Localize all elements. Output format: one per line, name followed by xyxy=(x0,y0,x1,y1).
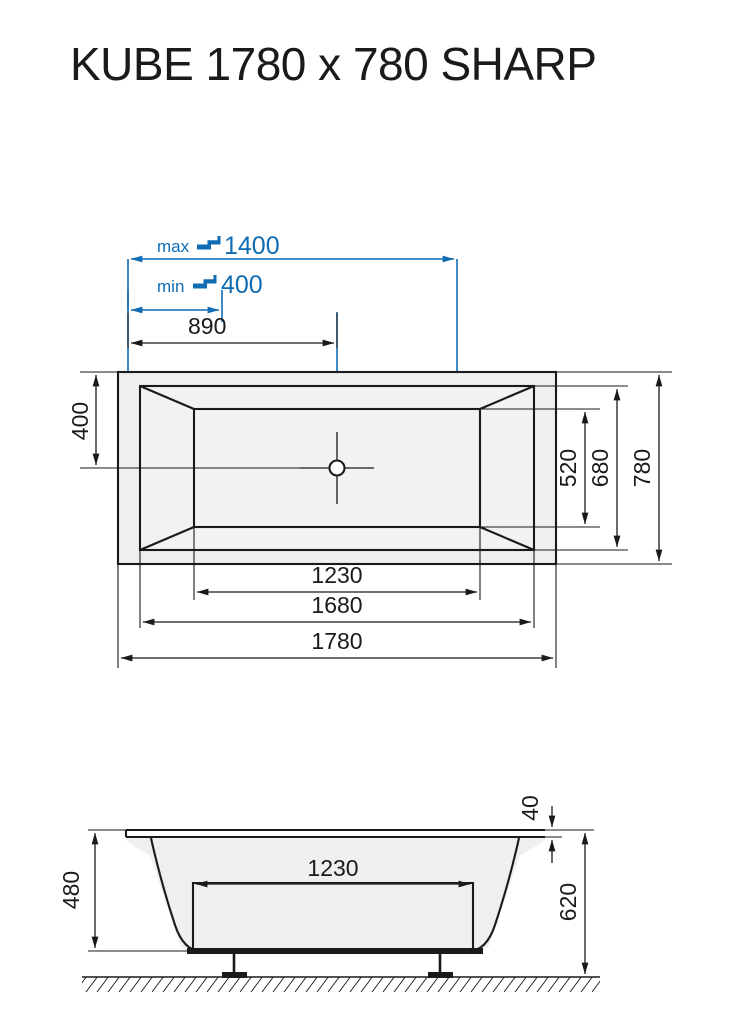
page-title: KUBE 1780 x 780 SHARP xyxy=(70,38,597,90)
min-value-label: 400 xyxy=(221,271,263,299)
min-prefix-label: min xyxy=(157,277,184,296)
taper-top-right xyxy=(479,385,535,410)
dimension-890: 890 xyxy=(127,313,338,348)
faucet-icon xyxy=(197,236,221,250)
taper-bottom-left xyxy=(139,526,195,551)
dimension-1230-side: 1230 xyxy=(195,855,471,888)
page-title-text: KUBE 1780 x 780 SHARP xyxy=(70,38,596,90)
ground-hatch-fill xyxy=(82,977,600,992)
dimension-620-label: 620 xyxy=(555,883,581,921)
bottom-horizontal-dimensions: 1230 1680 1780 xyxy=(117,519,557,668)
dimension-890-label: 890 xyxy=(188,313,226,339)
tub-leg-right xyxy=(428,954,453,978)
tub-bowl-fill xyxy=(126,836,545,952)
max-value-label: 1400 xyxy=(224,232,280,260)
dimension-680-label: 680 xyxy=(587,449,613,487)
top-view: max 1400 min 400 890 xyxy=(67,232,672,668)
dimension-520-label: 520 xyxy=(555,449,581,487)
tub-rim-plate-fill xyxy=(126,830,545,837)
dimension-400-left-label: 400 xyxy=(67,402,93,440)
leg-right-foot xyxy=(428,972,453,978)
dimension-480: 480 xyxy=(58,829,193,952)
drain-center-mark xyxy=(300,432,374,504)
leg-left-foot xyxy=(222,972,247,978)
dimension-40: 40 xyxy=(517,795,562,863)
dimension-400-left: 400 xyxy=(67,371,300,469)
dimension-1780-label: 1780 xyxy=(311,628,362,654)
ground-hatch xyxy=(82,976,600,992)
blue-dimension-group: max 1400 min 400 xyxy=(127,232,458,372)
dimension-1680-label: 1680 xyxy=(311,592,362,618)
side-view: 480 1230 40 620 xyxy=(58,795,600,992)
drain-circle xyxy=(328,459,346,477)
dimension-40-label: 40 xyxy=(517,795,543,821)
dimension-780-label: 780 xyxy=(629,449,655,487)
tub-leg-left xyxy=(222,954,247,978)
bathtub-side-view-body xyxy=(124,828,545,978)
faucet-icon-2 xyxy=(193,275,217,289)
dimension-1230-side-label: 1230 xyxy=(307,855,358,881)
taper-bottom-right xyxy=(479,526,535,551)
dimension-620: 620 xyxy=(545,829,594,975)
tub-base-rail xyxy=(187,948,483,954)
dimension-1230-top-label: 1230 xyxy=(311,562,362,588)
max-prefix-label: max xyxy=(157,237,190,256)
dimension-480-label: 480 xyxy=(58,871,84,909)
right-vertical-dimensions: 520 680 780 xyxy=(474,371,672,565)
taper-top-left xyxy=(139,385,195,410)
